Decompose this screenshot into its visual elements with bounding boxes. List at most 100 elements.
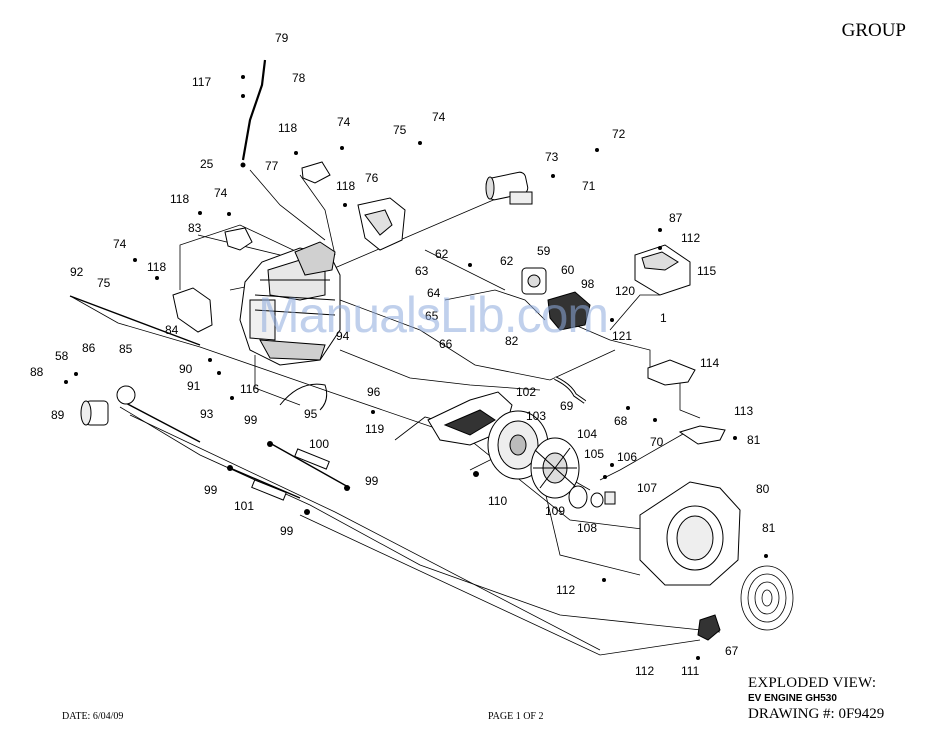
callout: 92 [70, 265, 84, 279]
callout: 103 [526, 409, 546, 423]
callout: 111 [681, 664, 700, 678]
callout: 91 [187, 379, 201, 393]
callout: 66 [439, 337, 453, 351]
page-label: PAGE 1 OF 2 [488, 711, 544, 722]
callout: 80 [756, 482, 770, 496]
spacer [251, 479, 287, 501]
leader-line [179, 224, 311, 290]
callout: 118 [170, 192, 189, 206]
dipstick-tube [241, 59, 267, 161]
callout: 81 [747, 433, 761, 447]
callout: 101 [234, 499, 254, 513]
ignition-module [547, 291, 591, 331]
callout: 113 [734, 404, 753, 418]
callout: 74 [214, 186, 228, 200]
callout: 106 [617, 450, 637, 464]
callout: 116 [240, 382, 259, 396]
callout: 74 [113, 237, 127, 251]
fastener-dots [64, 75, 768, 660]
callout: 99 [204, 483, 218, 497]
callout: 94 [336, 329, 350, 343]
leader-line [599, 429, 691, 481]
leader-line [609, 294, 660, 331]
leader-line [129, 414, 601, 651]
group-label: GROUP [841, 20, 906, 41]
drawing-number: DRAWING #: 0F9429 [748, 706, 885, 722]
callout: 84 [165, 323, 179, 337]
callout: 107 [637, 481, 657, 495]
watermark: ManualsLib.com [258, 287, 609, 343]
oil-filter [80, 400, 109, 426]
callout: 68 [614, 414, 628, 428]
callout: 74 [432, 110, 446, 124]
callout: 75 [97, 276, 111, 290]
callout: 110 [488, 494, 507, 508]
bracket-114 [647, 359, 696, 386]
callout: 76 [365, 171, 379, 185]
engine-block [239, 241, 341, 366]
callout: 82 [505, 334, 519, 348]
wire-harness [279, 383, 328, 411]
leader-line [299, 514, 701, 656]
callout: 63 [415, 264, 429, 278]
callout: 95 [304, 407, 318, 421]
rope-guide [697, 614, 721, 641]
blower-housing [639, 481, 741, 586]
fuel-hose [554, 377, 586, 403]
callout: 69 [560, 399, 574, 413]
callout: 74 [337, 115, 351, 129]
callout: 62 [500, 254, 514, 268]
callout: 73 [545, 150, 559, 164]
callout: 81 [762, 521, 776, 535]
bracket-assembly [357, 197, 406, 251]
callout: 71 [582, 179, 596, 193]
callout: 99 [280, 524, 294, 538]
callout: 112 [635, 664, 654, 678]
callout: 100 [309, 437, 329, 451]
leader-line [339, 349, 541, 391]
leader-line [119, 406, 721, 633]
callout: 118 [278, 121, 297, 135]
callout: 78 [292, 71, 306, 85]
bracket-83 [224, 227, 253, 251]
nut [604, 491, 616, 505]
callout: 83 [188, 221, 202, 235]
shaft [119, 399, 201, 443]
rotating-screen [740, 565, 794, 631]
callout: 75 [393, 123, 407, 137]
callout: 79 [275, 31, 289, 45]
callout-labels: 79 117 78 118 74 25 77 75 74 73 72 71 76… [30, 31, 776, 678]
callout: 62 [435, 247, 449, 261]
callout: 115 [697, 264, 716, 278]
callout: 93 [200, 407, 214, 421]
fuel-pump [521, 267, 547, 295]
callout: 70 [650, 435, 664, 449]
callout: 96 [367, 385, 381, 399]
callout: 120 [615, 284, 635, 298]
engine-model: EV ENGINE GH530 [748, 693, 837, 704]
filter-adapter [116, 385, 136, 405]
callout: 121 [612, 329, 632, 343]
callout: 59 [537, 244, 551, 258]
callout: 99 [244, 413, 258, 427]
callout: 112 [556, 583, 575, 597]
callout: 112 [681, 231, 700, 245]
bracket-113 [678, 425, 726, 445]
callout: 58 [55, 349, 69, 363]
leader-line [71, 296, 651, 531]
bracket-77 [301, 161, 331, 184]
callout: 118 [336, 179, 355, 193]
callout: 72 [612, 127, 626, 141]
callout: 85 [119, 342, 133, 356]
control-panel [634, 244, 691, 296]
callout: 105 [584, 447, 604, 461]
callout: 98 [581, 277, 595, 291]
leader-line [249, 169, 326, 241]
callout: 99 [365, 474, 379, 488]
callout: 64 [427, 286, 441, 300]
callout: 117 [192, 75, 211, 89]
bracket-84 [172, 287, 213, 333]
callout: 90 [179, 362, 193, 376]
date-label: DATE: 6/04/09 [62, 711, 124, 722]
leader-line [299, 174, 336, 256]
